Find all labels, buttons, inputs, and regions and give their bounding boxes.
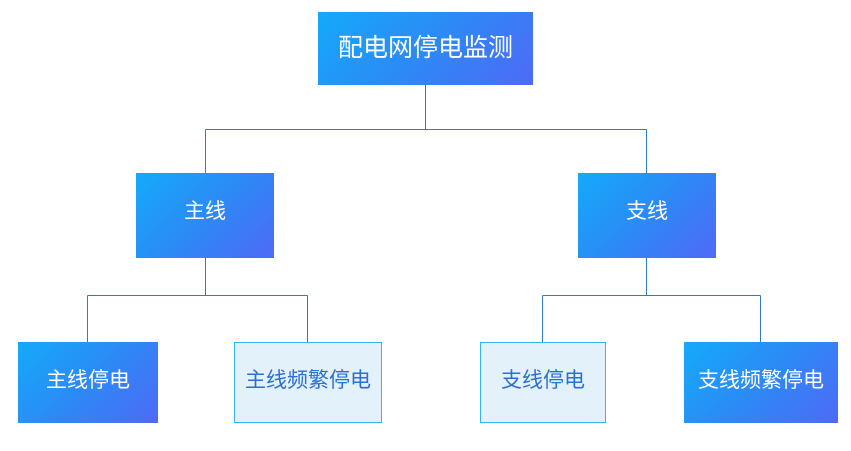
node-branch-line-outage-label: 支线停电 xyxy=(501,368,585,392)
node-main-line-frequent-outage[interactable]: 主线频繁停电 xyxy=(234,342,382,423)
node-main-line-frequent-outage-label: 主线频繁停电 xyxy=(245,368,371,392)
node-branch-line-outage[interactable]: 支线停电 xyxy=(480,342,606,423)
node-branch-line-frequent-outage[interactable]: 支线频繁停电 xyxy=(684,342,838,423)
node-branch-line-frequent-outage-label: 支线频繁停电 xyxy=(698,368,824,392)
node-main-line[interactable]: 主线 xyxy=(136,173,274,258)
node-main-line-outage-label: 主线停电 xyxy=(46,368,130,392)
node-root-distribution-network-outage-monitoring[interactable]: 配电网停电监测 xyxy=(318,12,533,85)
node-main-line-label: 主线 xyxy=(184,199,226,223)
node-main-line-outage[interactable]: 主线停电 xyxy=(18,342,158,423)
node-root-label: 配电网停电监测 xyxy=(337,33,513,62)
node-branch-line-label: 支线 xyxy=(626,199,668,223)
node-branch-line[interactable]: 支线 xyxy=(578,173,716,258)
